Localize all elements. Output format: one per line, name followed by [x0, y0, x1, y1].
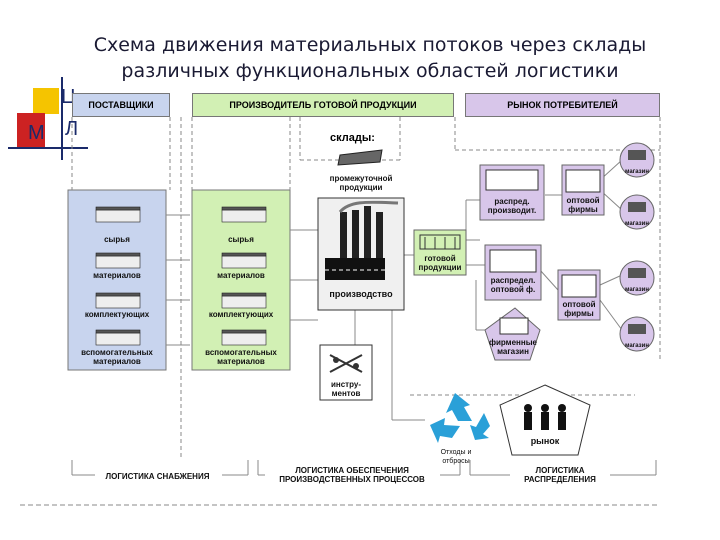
store-label-4: магазин	[625, 343, 649, 349]
supply-auxiliary: вспомогательных материалов	[81, 348, 153, 366]
producer-materials: материалов	[217, 271, 265, 280]
tools-icon	[319, 344, 373, 401]
wholesale2-label: оптовой фирмы	[562, 300, 596, 318]
market-label: рынок	[530, 436, 560, 446]
store-label-2: магазин	[625, 221, 649, 227]
dist-producer-label: распред. производит.	[487, 197, 537, 215]
finished-label: готовой продукции	[418, 254, 462, 272]
waste-label: Отходы и отбросы	[440, 449, 472, 465]
logo-letter-m: М	[28, 122, 45, 144]
header-suppliers: ПОСТАВЩИКИ	[72, 93, 170, 117]
logo-horizontal-line	[8, 147, 88, 149]
header-producer: ПРОИЗВОДИТЕЛЬ ГОТОВОЙ ПРОДУКЦИИ	[192, 93, 454, 117]
logo-red-square	[17, 113, 45, 147]
intermediate-label: промежуточной продукции	[329, 174, 393, 192]
header-market: РЫНОК ПОТРЕБИТЕЛЕЙ	[465, 93, 660, 117]
store-label-1: магазин	[625, 169, 649, 175]
intermediate-warehouse-icon	[337, 149, 383, 166]
supply-components: комплектующих	[84, 310, 150, 319]
factory-icon	[317, 197, 405, 311]
footer-production: ЛОГИСТИКА ОБЕСПЕЧЕНИЯ ПРОИЗВОДСТВЕННЫХ П…	[279, 466, 425, 484]
logo-yellow-square	[33, 88, 59, 114]
recycle-icon	[430, 393, 490, 443]
producer-components: комплектующих	[208, 310, 274, 319]
supply-raw: сырья	[104, 235, 130, 244]
footer-distribution: ЛОГИСТИКА РАСПРЕДЕЛЕНИЯ	[524, 466, 596, 484]
wholesale1-label: оптовой фирмы	[566, 196, 600, 214]
logo-letter-l: Л	[65, 118, 79, 140]
tools-label: инстру-ментов	[330, 380, 361, 398]
brand-store-label: фирменные магазин	[488, 338, 537, 356]
dist-other-label: распредел. оптовой ф.	[490, 276, 536, 294]
footer-supply: ЛОГИСТИКА СНАБЖЕНИЯ	[105, 472, 210, 481]
producer-raw: сырья	[228, 235, 254, 244]
logo-vertical-line	[61, 77, 63, 160]
store-label-3: магазин	[625, 287, 649, 293]
production-label: производство	[329, 289, 393, 299]
people-icon	[524, 404, 566, 430]
page-title: Схема движения материальных потоков чере…	[93, 34, 647, 82]
supply-materials: материалов	[93, 271, 141, 280]
warehouses-label: склады:	[330, 132, 375, 144]
producer-auxiliary: вспомогательных материалов	[205, 348, 277, 366]
